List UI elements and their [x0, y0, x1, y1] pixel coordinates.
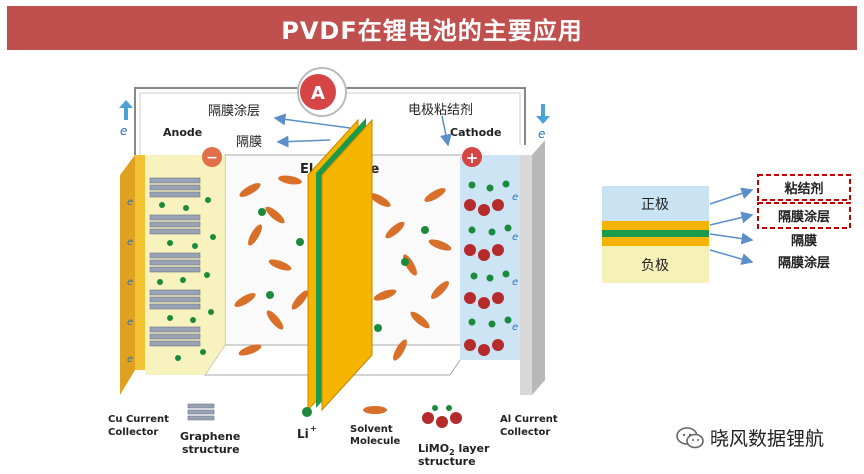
- annotation-binder: 电极粘结剂: [408, 103, 473, 118]
- graphene-layers: [149, 177, 201, 347]
- cathode-electrons: e e e e: [512, 192, 518, 333]
- anode-electrons: e e e e e: [127, 197, 133, 365]
- svg-text:structure: structure: [418, 455, 476, 468]
- ammeter-label: A: [311, 83, 325, 104]
- svg-text:Graphene: Graphene: [180, 430, 240, 443]
- annotation-arrows: [273, 113, 452, 148]
- svg-text:Collector: Collector: [108, 427, 158, 438]
- positive-layer: [602, 186, 709, 221]
- svg-text:e: e: [512, 277, 518, 288]
- electrolyte-li-ions: [258, 208, 429, 332]
- ammeter: A: [297, 67, 347, 117]
- negative-layer: [602, 246, 709, 283]
- svg-text:e: e: [127, 237, 133, 248]
- separator: [307, 118, 373, 412]
- limo2-layers: [464, 180, 512, 356]
- svg-text:e: e: [512, 192, 518, 203]
- wechat-icon: [676, 426, 704, 448]
- svg-text:e: e: [512, 232, 518, 243]
- annotation-coating: 隔膜涂层: [208, 103, 260, 119]
- legend-li-ion: Li +: [297, 407, 317, 441]
- cu-current-collector: [120, 155, 145, 395]
- svg-text:Molecule: Molecule: [350, 436, 401, 447]
- svg-text:e: e: [127, 317, 133, 328]
- svg-text:Solvent: Solvent: [350, 424, 393, 435]
- svg-text:Li: Li: [297, 427, 309, 441]
- svg-text:Cu Current: Cu Current: [108, 414, 169, 425]
- svg-text:e: e: [127, 354, 133, 365]
- minus-sign: −: [206, 150, 218, 166]
- watermark: 晓风数据锂航: [676, 424, 824, 451]
- layer-arrows: [709, 187, 754, 265]
- layer-label-binder: 粘结剂: [783, 181, 823, 197]
- svg-text:Collector: Collector: [500, 427, 550, 438]
- legend-al-collector: Al Current Collector: [500, 414, 558, 438]
- legend-solvent: Solvent Molecule: [350, 406, 401, 447]
- highlight-binder-box: [757, 174, 851, 201]
- highlight-coating-box: [757, 202, 851, 229]
- svg-text:e: e: [512, 322, 518, 333]
- coating-layer-bottom: [602, 237, 709, 246]
- legend-cu-collector: Cu Current Collector: [108, 414, 169, 438]
- svg-text:Al Current: Al Current: [500, 414, 558, 425]
- circuit-wire: [134, 87, 526, 155]
- anode-li-ions: [157, 197, 216, 361]
- layer-label-separator: 隔膜: [791, 233, 817, 249]
- al-current-collector: [520, 140, 545, 395]
- cathode-label: Cathode: [450, 126, 501, 139]
- layer-label-coating-2: 隔膜涂层: [778, 255, 830, 271]
- electron-arrow-left: e: [119, 100, 133, 138]
- svg-text:e: e: [127, 277, 133, 288]
- coating-layer-top: [602, 221, 709, 230]
- svg-text:e: e: [538, 127, 545, 141]
- svg-text:structure: structure: [182, 443, 240, 456]
- annotation-separator: 隔膜: [236, 135, 262, 150]
- layer-label-coating: 隔膜涂层: [778, 209, 830, 225]
- svg-text:LiMO2 layer: LiMO2 layer: [418, 442, 490, 457]
- plus-sign: +: [466, 149, 479, 167]
- legend-graphene: Graphene structure: [180, 403, 240, 456]
- svg-text:e: e: [127, 197, 133, 208]
- electron-arrow-right: e: [536, 104, 550, 141]
- watermark-text: 晓风数据锂航: [710, 428, 825, 450]
- positive-label: 正极: [641, 197, 669, 213]
- svg-text:e: e: [120, 124, 127, 138]
- separator-layer: [602, 230, 709, 237]
- page-title: PVDF在锂电池的主要应用: [7, 6, 857, 50]
- legend-limo2: LiMO2 layer structure: [418, 405, 490, 468]
- svg-text:+: +: [310, 424, 317, 433]
- cathode-region: Cathode +: [450, 126, 520, 360]
- anode-label: Anode: [163, 126, 202, 139]
- negative-label: 负极: [641, 258, 669, 274]
- layer-diagram: 正极 负极: [602, 186, 709, 283]
